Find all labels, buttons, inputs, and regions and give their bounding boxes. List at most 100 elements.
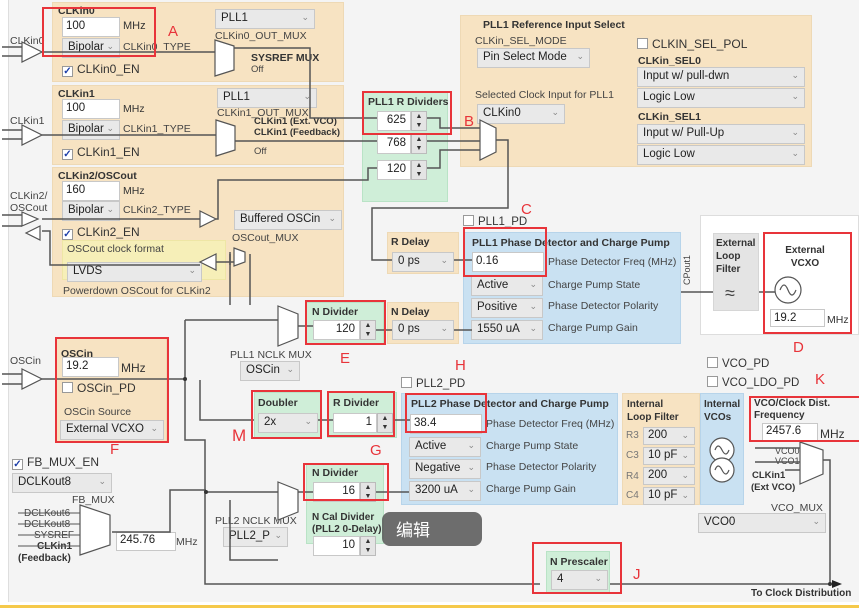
selected-clock-input-select[interactable]: CLKin0⌄ bbox=[477, 104, 565, 124]
fb-mux-en-label: FB_MUX_EN bbox=[27, 455, 100, 469]
internal-vcos-title: Internal VCOs bbox=[704, 399, 741, 423]
chevron-down-icon: ⌄ bbox=[106, 123, 114, 133]
clkin1-en-checkbox[interactable]: ✓CLKin1_EN bbox=[62, 145, 140, 160]
clkin2-pin-label-line1: CLKin2/ bbox=[10, 190, 48, 202]
annotation-box-c bbox=[463, 227, 547, 277]
pll2-cp-state-select[interactable]: Active⌄ bbox=[409, 437, 481, 457]
clkin0-pin-label: CLKin0 bbox=[10, 35, 45, 47]
pll2-pd-polarity-select[interactable]: Negative⌄ bbox=[409, 459, 481, 479]
pll1-r-divider-1-value[interactable]: 768 bbox=[377, 134, 411, 154]
spinner-arrows[interactable]: ▲▼ bbox=[411, 134, 427, 154]
r4-select[interactable]: 200⌄ bbox=[643, 467, 695, 485]
vcxo-freq-input[interactable]: 19.2 bbox=[770, 309, 825, 327]
clkin1-type-select[interactable]: Bipolar⌄ bbox=[62, 120, 120, 140]
oscin-freq-input[interactable]: 19.2 bbox=[62, 357, 119, 377]
fb-mux-select[interactable]: DCLKout8⌄ bbox=[12, 473, 112, 493]
n-prescaler-title: N Prescaler bbox=[550, 556, 608, 568]
pll1-r-divider-2-value[interactable]: 120 bbox=[377, 160, 411, 180]
clkin-sel-pol-checkbox[interactable]: CLKIN_SEL_POL bbox=[637, 37, 747, 51]
fb-mux-en-checkbox[interactable]: ✓FB_MUX_EN bbox=[12, 455, 99, 470]
vco-dist-freq-input[interactable]: 2457.6 bbox=[762, 423, 818, 442]
clkin-sel0-type-select[interactable]: Input w/ pull-dwn⌄ bbox=[637, 67, 805, 87]
clkin-sel-mode-select[interactable]: Pin Select Mode⌄ bbox=[477, 48, 590, 68]
arrow-down-icon[interactable]: ▼ bbox=[364, 547, 372, 554]
chevron-down-icon: ⌄ bbox=[791, 91, 799, 101]
clkin0-out-mux-select[interactable]: PLL1⌄ bbox=[215, 9, 315, 29]
clkin0-freq-input[interactable]: 100 bbox=[62, 17, 120, 37]
arrow-down-icon[interactable]: ▼ bbox=[415, 122, 423, 129]
clkin1-mux-output-off: Off bbox=[254, 146, 267, 157]
n-cal-divider-value[interactable]: 10 bbox=[313, 536, 360, 556]
annotation-box-a bbox=[42, 7, 156, 57]
arrow-down-icon[interactable]: ▼ bbox=[415, 171, 423, 178]
clkin0-en-checkbox[interactable]: ✓CLKin0_EN bbox=[62, 62, 140, 77]
clkin-sel1-level-select[interactable]: Logic Low⌄ bbox=[637, 145, 805, 165]
clkin1-out-mux-select[interactable]: PLL1⌄ bbox=[217, 88, 317, 108]
clkin1-freq-unit: MHz bbox=[123, 103, 145, 115]
pll1-cp-gain-select[interactable]: 1550 uA⌄ bbox=[471, 320, 543, 340]
arrow-up-icon[interactable]: ▲ bbox=[415, 113, 423, 120]
pll1-cp-gain-label: Charge Pump Gain bbox=[548, 322, 638, 334]
clkin-sel1-title: CLKin_SEL1 bbox=[638, 111, 702, 123]
pll1-nclk-mux-select[interactable]: OSCin⌄ bbox=[240, 361, 300, 381]
r3-select[interactable]: 200⌄ bbox=[643, 427, 695, 445]
annotation-box-d bbox=[763, 232, 852, 334]
arrow-up-icon[interactable]: ▲ bbox=[364, 538, 372, 545]
checkbox-unchecked-icon bbox=[707, 357, 718, 368]
pll1-pd-polarity-select[interactable]: Positive⌄ bbox=[471, 298, 543, 318]
arrow-down-icon[interactable]: ▼ bbox=[415, 145, 423, 152]
pll1-r-divider-0-spinner[interactable]: 625▲▼ bbox=[377, 111, 427, 131]
oscin-source-select[interactable]: External VCXO ⌄ bbox=[60, 420, 164, 440]
pll1-r-divider-2-spinner[interactable]: 120▲▼ bbox=[377, 160, 427, 180]
vco-pd-checkbox[interactable]: VCO_PD bbox=[707, 357, 769, 370]
c3-select[interactable]: 10 pF⌄ bbox=[643, 447, 695, 465]
clkin2-type-select[interactable]: Bipolar⌄ bbox=[62, 201, 120, 221]
clkin2-type-value: Bipolar bbox=[68, 204, 104, 216]
fb-mux-input-sysref: SYSREF bbox=[34, 530, 75, 541]
n-prescaler-select[interactable]: 4⌄ bbox=[551, 570, 608, 590]
oscout-format-select[interactable]: LVDS⌄ bbox=[67, 262, 202, 282]
vco-mux-input-ext-vco: (Ext VCO) bbox=[751, 482, 796, 493]
chevron-down-icon: ⌄ bbox=[98, 476, 106, 486]
n-cal-divider-spinner[interactable]: 10▲▼ bbox=[313, 536, 376, 556]
pll1-r-divider-1-spinner[interactable]: 768▲▼ bbox=[377, 134, 427, 154]
oscin-pd-checkbox[interactable]: OSCin_PD bbox=[62, 381, 136, 395]
vco-mux-select[interactable]: VCO0⌄ bbox=[698, 513, 826, 533]
pll2-pd-checkbox[interactable]: PLL2_PD bbox=[401, 377, 465, 390]
r-delay-title: R Delay bbox=[391, 236, 430, 248]
vcxo-freq-unit: MHz bbox=[827, 314, 849, 326]
clkin0-type-select[interactable]: Bipolar⌄ bbox=[62, 38, 120, 58]
clkin-sel1-type-select[interactable]: Input w/ Pull-Up⌄ bbox=[637, 124, 805, 144]
arrow-up-icon[interactable]: ▲ bbox=[415, 136, 423, 143]
pll1-cp-state-select[interactable]: Active⌄ bbox=[471, 276, 543, 296]
c4-select[interactable]: 10 pF⌄ bbox=[643, 487, 695, 505]
r-delay-select[interactable]: 0 ps⌄ bbox=[392, 252, 454, 272]
spinner-arrows[interactable]: ▲▼ bbox=[411, 111, 427, 131]
spinner-arrows[interactable]: ▲▼ bbox=[411, 160, 427, 180]
clkin2-en-checkbox[interactable]: ✓CLKin2_EN bbox=[62, 225, 140, 240]
fb-mux-input-dclkout8: DCLKout8 bbox=[24, 519, 71, 530]
oscout-mux-select[interactable]: Buffered OSCin⌄ bbox=[234, 210, 342, 230]
chevron-down-icon: ⌄ bbox=[681, 470, 689, 480]
clkin1-freq-input[interactable]: 100 bbox=[62, 99, 120, 119]
arrow-up-icon[interactable]: ▲ bbox=[415, 162, 423, 169]
clkin-sel0-level-select[interactable]: Logic Low⌄ bbox=[637, 88, 805, 108]
arrow-down-icon[interactable]: ▼ bbox=[364, 331, 372, 338]
pll2-cp-gain-label: Charge Pump Gain bbox=[486, 483, 576, 495]
pll1-r-divider-0-value[interactable]: 625 bbox=[377, 111, 411, 131]
pll2-cp-gain-select[interactable]: 3200 uA⌄ bbox=[409, 481, 481, 501]
pll2-nclk-mux-select[interactable]: PLL2_P⌄ bbox=[223, 527, 288, 547]
clkin0-mux-output-off: Off bbox=[251, 64, 264, 75]
to-clock-distribution-label: To Clock Distribution bbox=[751, 588, 852, 599]
chevron-down-icon: ⌄ bbox=[150, 423, 158, 433]
oscin-source-value: External VCXO bbox=[66, 423, 144, 435]
bottom-accent-bar bbox=[0, 605, 859, 608]
spinner-arrows[interactable]: ▲▼ bbox=[360, 536, 376, 556]
clkin-sel1-level-value: Logic Low bbox=[643, 148, 695, 160]
vco-ldo-pd-checkbox[interactable]: VCO_LDO_PD bbox=[707, 376, 799, 389]
fb-freq-input[interactable]: 245.76 bbox=[116, 532, 176, 551]
chevron-down-icon: ⌄ bbox=[812, 516, 820, 526]
pll2-pd-polarity-label: Phase Detector Polarity bbox=[486, 461, 597, 473]
n-delay-select[interactable]: 0 ps⌄ bbox=[392, 320, 454, 340]
clkin2-freq-input[interactable]: 160 bbox=[62, 181, 120, 201]
